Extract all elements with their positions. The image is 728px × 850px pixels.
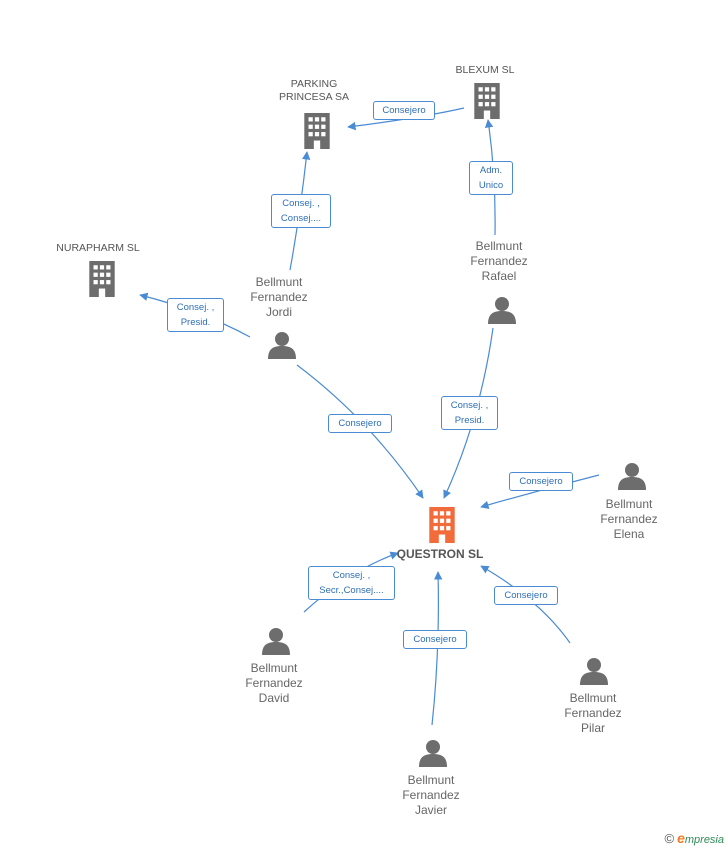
person-icon [419,740,447,767]
company-label-blexum[interactable]: BLEXUM SL [455,64,515,76]
copyright-symbol: © [664,831,675,846]
person-label-david[interactable]: Bellmunt Fernandez David [245,661,303,705]
person-label-elena[interactable]: Bellmunt Fernandez Elena [600,497,658,541]
person-icon [580,658,608,685]
brand-initial: e [677,830,685,846]
edge-javier-questron [431,571,443,726]
brand-name: mpresia [684,834,724,846]
person-label-jordi[interactable]: Bellmunt Fernandez Jordi [250,275,308,319]
company-label-nurapharm[interactable]: NURAPHARM SL [56,242,140,254]
building-icon [89,261,115,297]
person-icon [262,628,290,655]
person-label-pilar[interactable]: Bellmunt Fernandez Pilar [564,691,622,735]
relation-label: Consej. , Presid. [441,396,498,430]
relation-label: Adm. Unico [469,161,513,195]
relation-label: Consejero [494,586,558,605]
relation-label: Consej. , Secr.,Consej.... [308,566,395,600]
person-label-rafael[interactable]: Bellmunt Fernandez Rafael [470,239,528,283]
building-icon [304,113,330,149]
building-icon [474,83,500,119]
relation-label: Consejero [328,414,392,433]
empresia-watermark[interactable]: ©empresia [664,830,724,846]
person-icon [618,463,646,490]
relation-label: Consejero [403,630,467,649]
person-label-javier[interactable]: Bellmunt Fernandez Javier [402,773,460,817]
company-label-parking[interactable]: PARKING PRINCESA SA [278,78,350,103]
person-icon [268,332,296,359]
relation-label: Consejero [509,472,573,491]
relation-label: Consejero [373,101,435,120]
building-icon [429,507,455,543]
relation-label: Consej. , Consej.... [271,194,331,228]
center-company-label[interactable]: QUESTRON SL [396,547,484,561]
person-icon [488,297,516,324]
relation-label: Consej. , Presid. [167,298,224,332]
